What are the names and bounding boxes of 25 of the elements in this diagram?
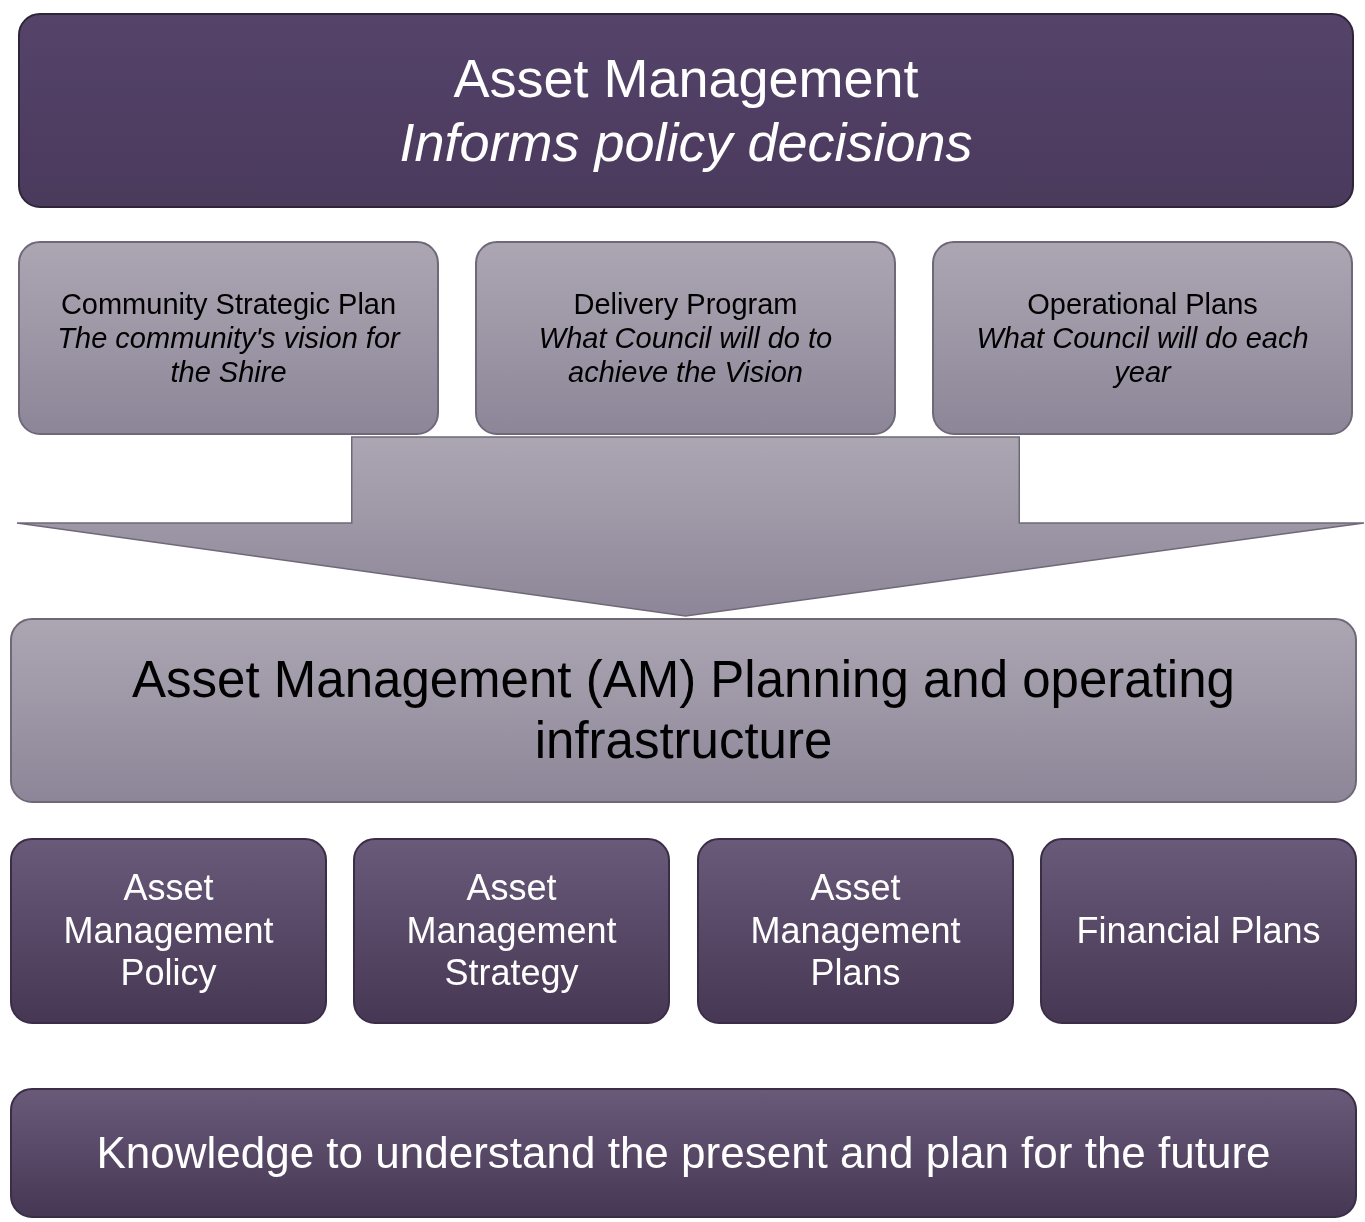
block-arrow <box>16 436 1365 617</box>
plan-card <box>932 241 1353 435</box>
header-banner <box>18 13 1354 208</box>
plan-description: The community's vision for the Shire <box>56 320 402 390</box>
plan-description: What Council will do to achieve the Vision <box>537 320 834 390</box>
subheading-text: Informs policy decisions <box>399 110 973 174</box>
planning-banner <box>10 618 1357 803</box>
foundation-text: Knowledge to understand the present and plan for the future <box>96 1127 1271 1179</box>
component-text: Asset Management Policy <box>62 867 275 995</box>
component-text: Asset Management Strategy <box>405 867 618 995</box>
plan-description: What Council will do each year <box>975 320 1310 390</box>
banner-text: Asset Management (AM) Planning and operating infrastructure <box>131 650 1236 771</box>
component-card <box>697 838 1014 1024</box>
component-card <box>10 838 327 1024</box>
foundation-banner <box>10 1088 1357 1218</box>
heading-text: Asset Management <box>453 46 919 110</box>
plan-title: Community Strategic Plan <box>60 286 397 321</box>
plan-card <box>475 241 896 435</box>
component-card <box>1040 838 1357 1024</box>
component-text: Asset Management Plans <box>749 867 962 995</box>
component-card <box>353 838 670 1024</box>
plan-card <box>18 241 439 435</box>
plan-title: Operational Plans <box>1027 286 1258 321</box>
component-text: Financial Plans <box>1076 909 1321 953</box>
plan-title: Delivery Program <box>573 286 798 321</box>
